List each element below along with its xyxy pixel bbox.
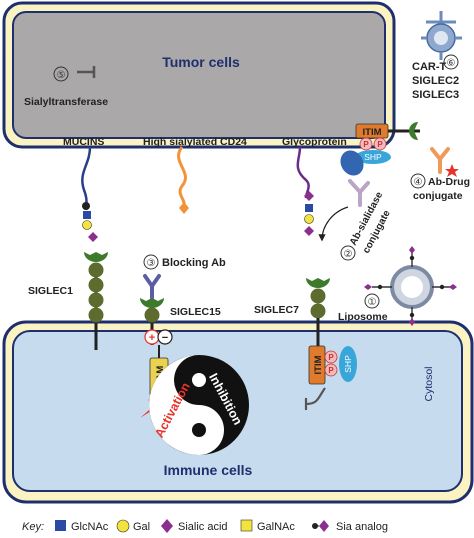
- inhibition-icon: [77, 66, 96, 78]
- yin-yang-symbol: [149, 355, 249, 455]
- drug-star-icon: [445, 164, 459, 177]
- p-label-immune-2: P: [328, 366, 334, 375]
- immune-cells-label: Immune cells: [164, 462, 253, 478]
- siglec1-label: SIGLEC1: [28, 285, 73, 297]
- ab-drug-label: Ab-Drug: [428, 176, 470, 188]
- key-sia-analog: Sia analog: [336, 521, 388, 533]
- shp-label-immune: SHP: [343, 355, 353, 373]
- plus-sign: +: [149, 332, 155, 344]
- minus-circle: [157, 329, 173, 345]
- cytosol-label: Cytosol: [423, 366, 435, 401]
- sialyltransferase-label: Sialyltransferase: [24, 96, 108, 108]
- key-glcnac: GlcNAc: [71, 521, 109, 533]
- marker-5: ⑤: [57, 70, 66, 81]
- key-gal: Gal: [133, 521, 150, 533]
- gal-circle-gp: [304, 214, 314, 224]
- sia-analog-dot: [82, 202, 90, 210]
- key-galnac: GalNAc: [257, 521, 295, 533]
- inhibition-arrow-icon: [304, 387, 326, 410]
- liposome-label: Liposome: [338, 311, 388, 323]
- gal-circle: [82, 220, 92, 230]
- itim-box-immune: [308, 345, 326, 385]
- sialidase-enzyme: [340, 150, 364, 176]
- siglec3-label: SIGLEC3: [412, 89, 459, 101]
- car-t-label: CAR-T: [412, 61, 446, 73]
- minus-sign: −: [162, 332, 168, 344]
- marker-1: ①: [368, 297, 377, 308]
- mucins-label: MUCINS: [63, 136, 104, 148]
- siglec15-head: [140, 298, 164, 308]
- legend: Key: GlcNAc Gal Sialic acid GalNAc Sia a…: [22, 519, 388, 533]
- shp-label-tumor: SHP: [364, 152, 382, 162]
- cd24-label: High sialylated CD24: [143, 136, 247, 148]
- itim-label-immune: ITIM: [313, 355, 324, 374]
- strategy-5-inhibitor: ⑤: [53, 66, 96, 82]
- marker-3: ③: [147, 258, 156, 269]
- glycoprotein-glycan: [296, 146, 314, 236]
- galnac-legend-icon: [240, 519, 253, 532]
- marker-4: ④: [414, 177, 423, 188]
- siglec1-head: [84, 252, 108, 262]
- ab-drug-conjugate-label: conjugate: [413, 190, 463, 202]
- p-label-tumor-2: P: [377, 140, 383, 149]
- mucin-glycan: [81, 146, 98, 242]
- siglec-head-tumor: [409, 122, 418, 140]
- gal-legend-icon: [116, 519, 130, 533]
- siglec2-label: SIGLEC2: [412, 75, 459, 87]
- p-label-immune-1: P: [328, 353, 334, 362]
- marker-6: ⑥: [447, 58, 456, 69]
- p-circle-tumor-2: [373, 137, 387, 151]
- itim-label-tumor: ITIM: [363, 127, 382, 138]
- tumor-cell: Tumor cells: [2, 1, 396, 149]
- glcnac-legend-icon: [55, 520, 66, 531]
- siglec1-receptor: [84, 252, 108, 350]
- siglec15-label: SIGLEC15: [170, 306, 221, 318]
- sialic-diamond-gp-2: [304, 226, 314, 236]
- p-circle-immune-1: [324, 350, 338, 364]
- cd24-diamond: [179, 202, 189, 214]
- sialic-legend-icon: [161, 519, 173, 533]
- p-circle-tumor-1: [359, 137, 373, 151]
- ab-sialidase: [318, 150, 370, 242]
- siglec7-receptor: P P: [304, 278, 357, 410]
- car-t-receptor: ITIM P P SHP: [355, 122, 420, 164]
- tumor-cells-label: Tumor cells: [162, 54, 240, 70]
- key-title: Key:: [22, 521, 44, 533]
- ab-drug-conjugate: [430, 147, 459, 177]
- shp-ellipse-tumor: [355, 150, 391, 164]
- glcnac-square-gp: [305, 204, 313, 212]
- cd24-glycan: [177, 146, 189, 214]
- marker-2: ②: [344, 249, 353, 260]
- shp-ellipse-immune: [339, 346, 357, 382]
- glcnac-square: [83, 211, 91, 219]
- sialic-diamond-gp-1: [304, 191, 314, 201]
- siglec7-head: [306, 278, 330, 288]
- p-label-tumor-1: P: [363, 140, 369, 149]
- liposome: [364, 246, 457, 326]
- blocking-ab-label: Blocking Ab: [162, 257, 226, 269]
- sialic-diamond: [88, 232, 98, 242]
- sia-analog-legend-icon: [319, 520, 329, 532]
- key-sialic: Sialic acid: [178, 521, 228, 533]
- siglec7-label: SIGLEC7: [254, 304, 299, 316]
- p-circle-immune-2: [324, 363, 338, 377]
- glycoprotein-label: Glycoprotein: [282, 136, 347, 148]
- blocking-antibody: [143, 274, 161, 300]
- car-t-cell-icon: [421, 11, 462, 60]
